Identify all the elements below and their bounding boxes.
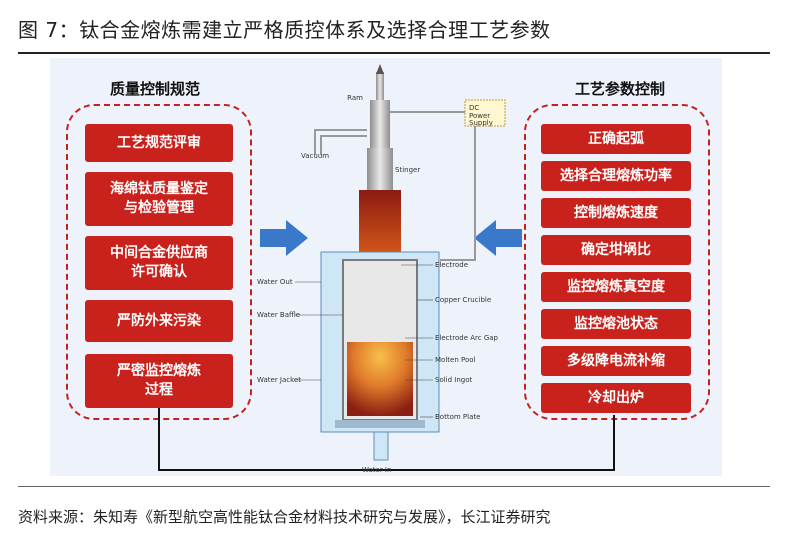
label-bottom-plate: Bottom Plate — [435, 413, 480, 421]
right-item: 监控熔炼真空度 — [541, 272, 691, 302]
source-rule — [18, 486, 770, 487]
left-arrow-icon — [260, 220, 308, 256]
right-item: 冷却出炉 — [541, 383, 691, 413]
label-molten-pool: Molten Pool — [435, 356, 476, 364]
label-power-line2: Supply — [469, 119, 493, 127]
left-item: 严密监控熔炼过程 — [85, 354, 233, 408]
label-ram: Ram — [347, 94, 363, 102]
left-item: 海绵钛质量鉴定与检验管理 — [85, 172, 233, 226]
label-electrode: Electrode — [435, 261, 468, 269]
right-item: 选择合理熔炼功率 — [541, 161, 691, 191]
right-item: 多级降电流补缩 — [541, 346, 691, 376]
label-power-line: Power — [469, 112, 490, 120]
right-item: 控制熔炼速度 — [541, 198, 691, 228]
vacuum-arc-furnace-diagram: Ram DC Power Supply Vacuum Stinger Water… — [257, 64, 506, 474]
label-arc-gap: Electrode Arc Gap — [435, 334, 499, 342]
left-item: 中间合金供应商许可确认 — [85, 236, 233, 290]
label-water-jacket: Water Jacket — [257, 376, 301, 384]
right-group-frame — [524, 104, 710, 420]
label-water-out: Water Out — [257, 278, 293, 286]
label-water-baffle: Water Baffle — [257, 311, 300, 319]
label-power: DC — [469, 104, 479, 112]
left-group-title: 质量控制规范 — [109, 80, 200, 98]
label-copper-crucible: Copper Crucible — [435, 296, 491, 304]
title-rule — [18, 52, 770, 54]
label-vacuum: Vacuum — [301, 152, 329, 160]
source-note: 资料来源：朱知寿《新型航空高性能钛合金材料技术研究与发展》，长江证券研究 — [18, 508, 551, 526]
figure-title: 图 7：钛合金熔炼需建立严格质控体系及选择合理工艺参数 — [18, 18, 551, 42]
right-item: 确定坩埚比 — [541, 235, 691, 265]
label-solid-ingot: Solid Ingot — [435, 376, 473, 384]
left-item: 工艺规范评审 — [85, 124, 233, 162]
label-water-in: Water In — [362, 466, 391, 474]
label-stinger: Stinger — [395, 166, 420, 174]
left-item: 严防外来污染 — [85, 300, 233, 342]
right-group-title: 工艺参数控制 — [574, 80, 665, 98]
right-item: 监控熔池状态 — [541, 309, 691, 339]
right-item: 正确起弧 — [541, 124, 691, 154]
right-arrow-icon — [474, 220, 522, 256]
